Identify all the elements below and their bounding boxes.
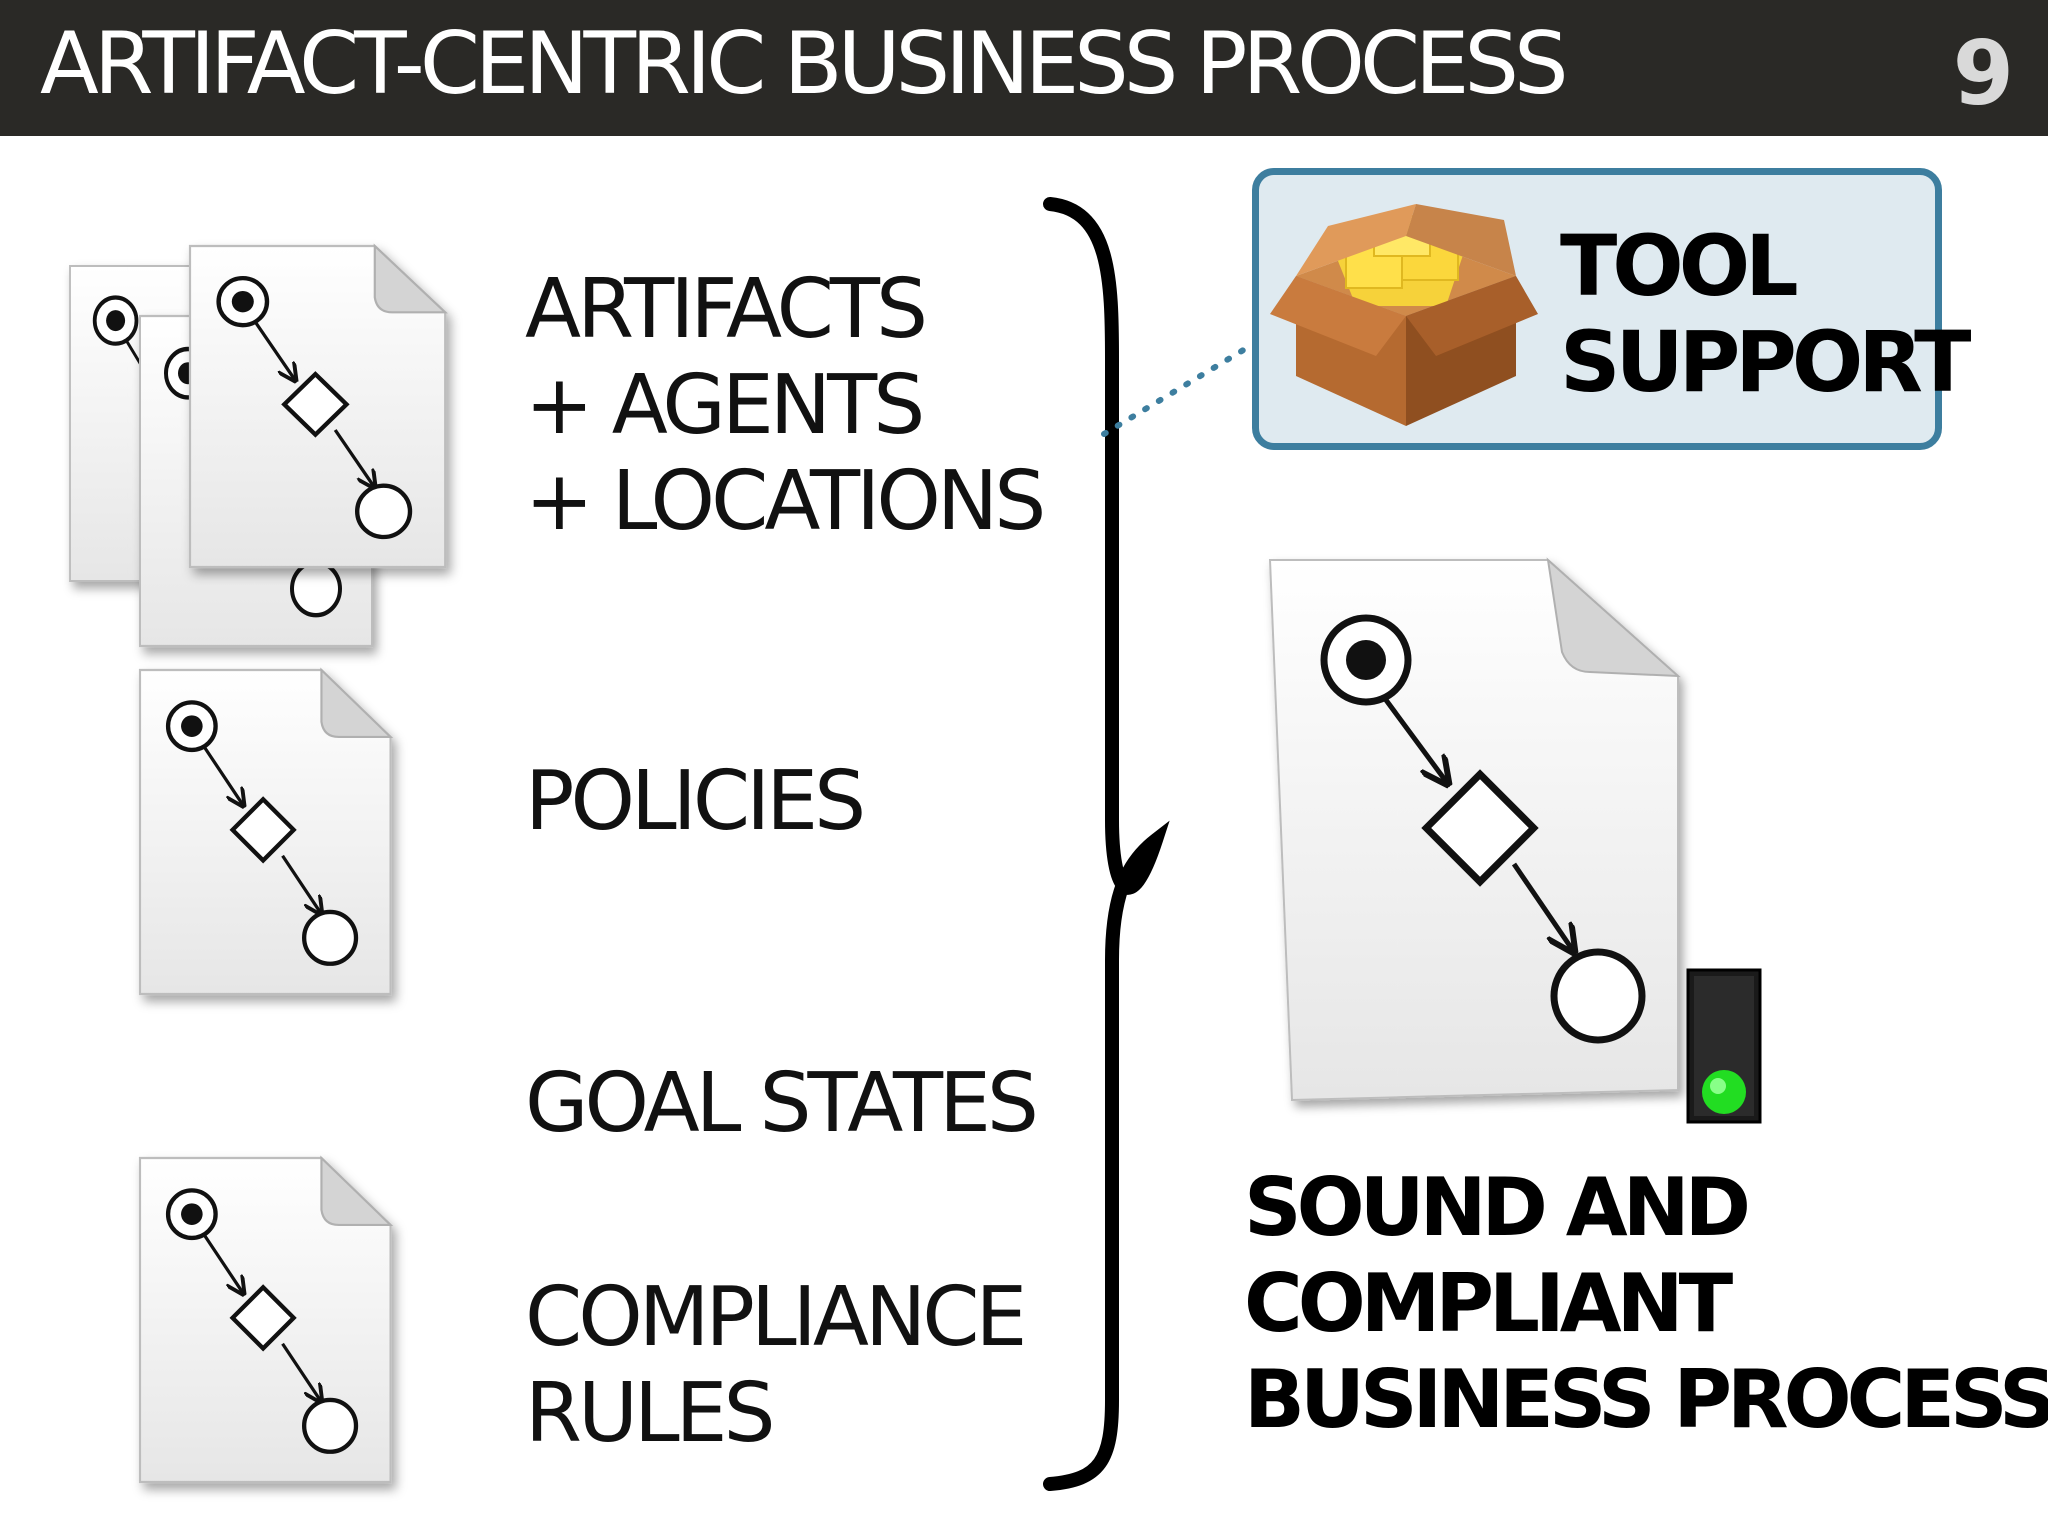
business-process-document-icon <box>1268 557 1681 1102</box>
rules-line: RULES <box>525 1366 776 1461</box>
artifacts-label-group: ARTIFACTS + AGENTS + LOCATIONS <box>525 262 1046 550</box>
sound-and-line: SOUND AND <box>1244 1161 1751 1254</box>
slide-title: ARTIFACT-CENTRIC BUSINESS PROCESS <box>40 14 1569 114</box>
artifacts-line: ARTIFACTS <box>525 262 928 357</box>
status-light-icon <box>1686 968 1762 1124</box>
title-bar: ARTIFACT-CENTRIC BUSINESS PROCESS 9 <box>0 0 2048 136</box>
business-process-line: BUSINESS PROCESS <box>1244 1353 2048 1446</box>
goal-states-label: GOAL STATES <box>525 1056 1039 1151</box>
compliance-document-icon <box>140 1158 400 1488</box>
compliance-label-group: COMPLIANCE RULES <box>525 1270 1027 1462</box>
grouping-brace <box>1043 197 1170 1491</box>
result-label: SOUND AND COMPLIANT BUSINESS PROCESS <box>1244 1160 2048 1448</box>
tool-line: TOOL <box>1560 217 1799 315</box>
tool-support-label: TOOL SUPPORT <box>1560 217 1971 411</box>
artifact-documents-stack-icon <box>60 236 460 656</box>
locations-line: + LOCATIONS <box>525 454 1046 549</box>
policy-document-icon <box>140 670 400 1000</box>
compliance-line: COMPLIANCE <box>525 1270 1027 1365</box>
slide-number: 9 <box>1952 22 2014 125</box>
agents-line: + AGENTS <box>525 358 925 453</box>
package-box-icon <box>1270 204 1538 426</box>
dotted-connector <box>1101 343 1253 437</box>
support-line: SUPPORT <box>1560 313 1971 411</box>
compliant-line: COMPLIANT <box>1244 1257 1733 1350</box>
policies-label: POLICIES <box>525 754 866 849</box>
